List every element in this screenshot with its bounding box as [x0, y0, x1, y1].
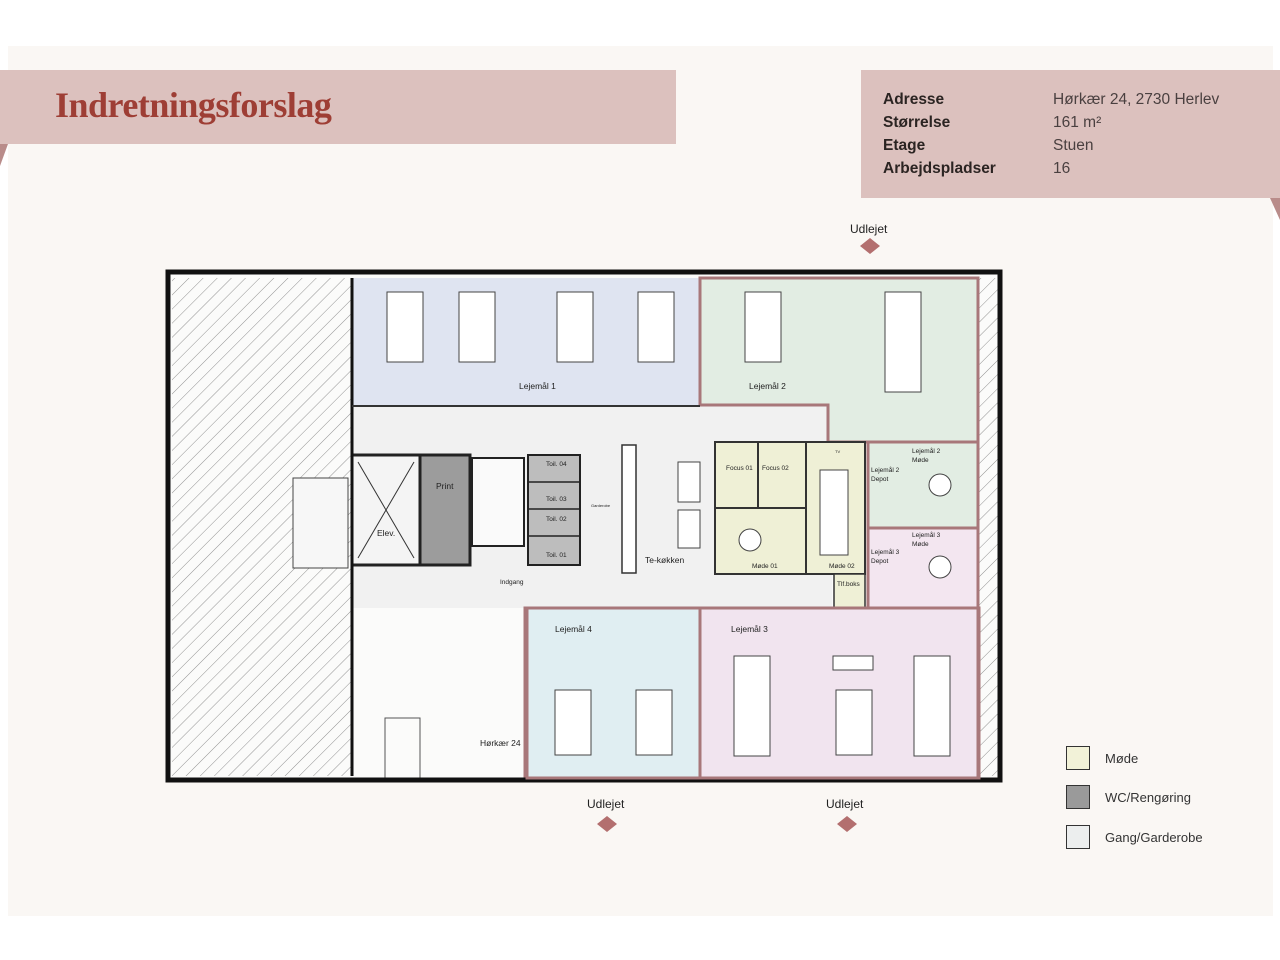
label-l2-mode-2: Møde: [912, 457, 929, 464]
label-l2-depot-1: Lejemål 2: [871, 466, 900, 474]
legend-swatch: [1066, 746, 1090, 770]
info-value: 161 m²: [1053, 114, 1102, 131]
legend-swatch: [1066, 785, 1090, 809]
label-lejemaal-3: Lejemål 3: [731, 624, 768, 634]
desk: [819, 469, 849, 556]
label-toilet-03: Toil. 03: [546, 496, 567, 503]
label-udlejet-top: Udlejet: [850, 222, 888, 236]
desk: [835, 689, 873, 756]
info-value: Hørkær 24, 2730 Herlev: [1053, 91, 1220, 108]
desk: [458, 291, 496, 363]
label-l2-depot-2: Depot: [871, 476, 889, 483]
desks-group: [386, 291, 952, 757]
desk: [554, 689, 592, 756]
label-toilet-04: Toil. 04: [546, 461, 567, 468]
label-lejemaal-1: Lejemål 1: [519, 381, 556, 391]
title-band: [0, 70, 676, 144]
label-mode-02: Møde 02: [829, 563, 855, 570]
title-band-fold: [0, 144, 8, 166]
round-table: [928, 555, 952, 579]
desk: [556, 291, 594, 363]
info-value: Stuen: [1053, 137, 1094, 154]
label-tlf-boks: Tlf.boks: [837, 581, 861, 588]
marker-down-left-icon: [597, 816, 617, 832]
label-mode-01: Møde 01: [752, 563, 778, 570]
desk: [677, 509, 701, 549]
label-print: Print: [436, 481, 454, 491]
desk: [386, 291, 424, 363]
desk: [913, 655, 951, 757]
room-lejemaal-3-depot-mode: [866, 526, 980, 612]
hatched-area-right: [978, 278, 998, 776]
legend-label: Møde: [1105, 751, 1139, 766]
wc-block-left: [292, 477, 349, 569]
info-label: Arbejdspladser: [883, 160, 996, 177]
label-horkaer-24: Hørkær 24: [480, 738, 521, 748]
label-l2-mode-1: Lejemål 2: [912, 447, 941, 455]
desk: [733, 655, 771, 757]
label-indgang: Indgang: [500, 579, 524, 586]
room-print: [418, 453, 472, 567]
label-garderobe: Garderobe: [591, 503, 611, 508]
room-tlf-boks: [833, 573, 866, 609]
info-label: Størrelse: [883, 114, 951, 131]
label-te-kokken: Te-køkken: [645, 555, 684, 565]
label-focus-01: Focus 01: [726, 465, 753, 472]
kitchen-counter: [621, 444, 637, 574]
toilets: [527, 454, 581, 566]
info-label: Adresse: [883, 91, 945, 108]
label-toilet-02: Toil. 02: [546, 516, 567, 523]
label-udlejet-bottom-right: Udlejet: [826, 797, 864, 811]
marker-down-right-icon: [837, 816, 857, 832]
marker-up-icon: [860, 238, 880, 254]
info-value: 16: [1053, 160, 1071, 177]
label-l3-depot-2: Depot: [871, 558, 889, 565]
desk: [744, 291, 782, 363]
label-lejemaal-2: Lejemål 2: [749, 381, 786, 391]
label-l3-depot-1: Lejemål 3: [871, 548, 900, 556]
legend-swatch: [1066, 825, 1090, 849]
label-toilet-01: Toil. 01: [546, 552, 567, 559]
stairs: [471, 457, 525, 547]
outer-wall: [165, 269, 1003, 783]
desk: [832, 655, 874, 671]
page-title: Indretningsforslag: [55, 85, 332, 125]
room-lejemaal-4: [523, 606, 702, 780]
legend-label: WC/Rengøring: [1105, 790, 1191, 805]
desk: [677, 461, 701, 503]
round-table: [738, 528, 762, 552]
label-elevator: Elev.: [377, 528, 395, 538]
desk: [635, 689, 673, 756]
label-lejemaal-4: Lejemål 4: [555, 624, 592, 634]
label-udlejet-bottom-left: Udlejet: [587, 797, 625, 811]
info-box-fold: [1270, 198, 1280, 220]
desk: [884, 291, 922, 393]
property-info-box: [861, 70, 1280, 198]
label-tv: TV: [835, 449, 840, 454]
desk: [637, 291, 675, 363]
legend-label: Gang/Garderobe: [1105, 830, 1203, 845]
round-table: [928, 473, 952, 497]
label-l3-mode-1: Lejemål 3: [912, 531, 941, 539]
label-l3-mode-2: Møde: [912, 541, 929, 548]
info-label: Etage: [883, 137, 926, 154]
label-focus-02: Focus 02: [762, 465, 789, 472]
